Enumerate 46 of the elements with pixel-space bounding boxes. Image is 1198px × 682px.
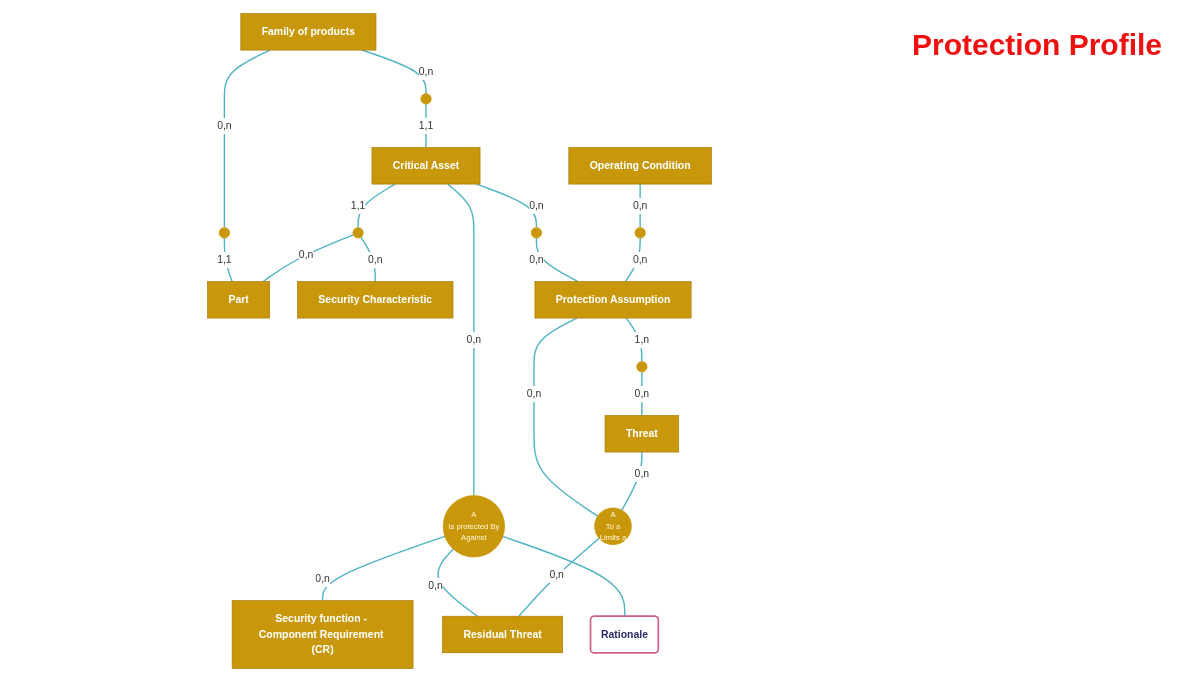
edge-label: 0,n (633, 253, 648, 266)
edge-label: 0,n (467, 333, 482, 346)
node-circle (420, 93, 433, 105)
node-circle (531, 227, 543, 239)
edge-label: 0,n (527, 387, 542, 400)
connector (322, 535, 446, 602)
edge-label: 0,n (419, 65, 434, 78)
edge-label: 0,n (635, 467, 650, 480)
connector (533, 317, 599, 517)
node-box: Operating Condition (568, 147, 713, 185)
node-box: Family of products (240, 13, 377, 51)
node-box: Security Characteristic (297, 281, 454, 319)
connector (518, 537, 601, 617)
connector (502, 535, 626, 618)
edge-label: 0,n (635, 387, 650, 400)
connector (447, 183, 476, 497)
node-box: Protection Assumption (535, 281, 692, 319)
edge-label: 0,n (529, 253, 545, 266)
edge-label: 0,n (549, 568, 565, 581)
node-circle (353, 227, 365, 239)
node-circle (635, 227, 647, 239)
edge-label: 1,1 (217, 253, 233, 266)
connector (263, 234, 355, 283)
node-box: Residual Threat (442, 615, 564, 654)
node-box: Security function - Component Requirement (CR) (232, 600, 414, 669)
edge-label: 0,n (428, 579, 444, 592)
edge-label: 1,n (635, 333, 650, 346)
edge-label: 1,1 (351, 199, 366, 212)
edge-label: 0,n (633, 199, 648, 212)
edge-label: 0,n (529, 199, 545, 212)
diagram-title: Protection Profile (911, 28, 1162, 62)
edge-label: 0,n (368, 253, 383, 266)
connector (437, 548, 479, 617)
connector (536, 237, 580, 283)
connector (224, 237, 234, 283)
node-circle (636, 361, 648, 373)
node-box: Threat (605, 415, 680, 453)
edge-label: 1,1 (419, 119, 434, 132)
node-box: Part (207, 281, 271, 319)
connector (621, 451, 644, 511)
node-circle (219, 227, 231, 239)
edge-label: 0,n (217, 119, 233, 132)
connector (625, 317, 644, 363)
edge-label: 0,n (299, 247, 314, 260)
node-box: Critical Asset (372, 147, 481, 185)
edge-label: 0,n (315, 572, 331, 585)
